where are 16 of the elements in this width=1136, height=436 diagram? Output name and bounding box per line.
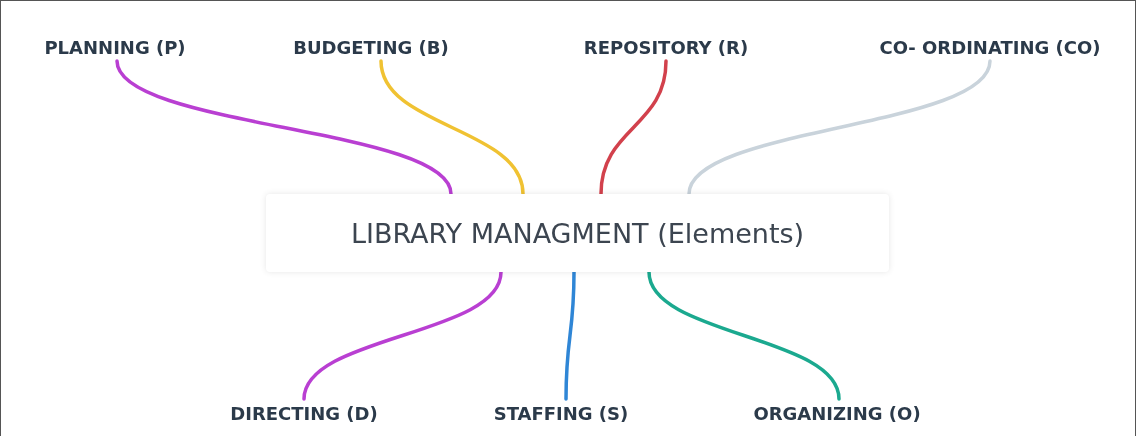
topic-label: REPOSITORY (R) (556, 33, 776, 61)
connector-curve (687, 59, 992, 196)
connector-curve (115, 59, 453, 196)
connector-curve (379, 59, 525, 196)
connector-curve (647, 270, 841, 401)
connector-curve (302, 270, 503, 401)
topic-label: BUDGETING (B) (279, 33, 463, 61)
topic-label: CO- ORDINATING (CO) (846, 33, 1134, 61)
topic-label: DIRECTING (D) (206, 399, 402, 427)
central-topic-text: LIBRARY MANAGMENT (Elements) (350, 217, 805, 249)
topic-label: STAFFING (S) (469, 399, 653, 427)
topic-label: PLANNING (P) (19, 33, 211, 61)
topic-label: ORGANIZING (O) (729, 399, 945, 427)
connector-curve (599, 59, 668, 196)
central-topic-box (266, 194, 889, 272)
connector-curve (564, 270, 576, 401)
